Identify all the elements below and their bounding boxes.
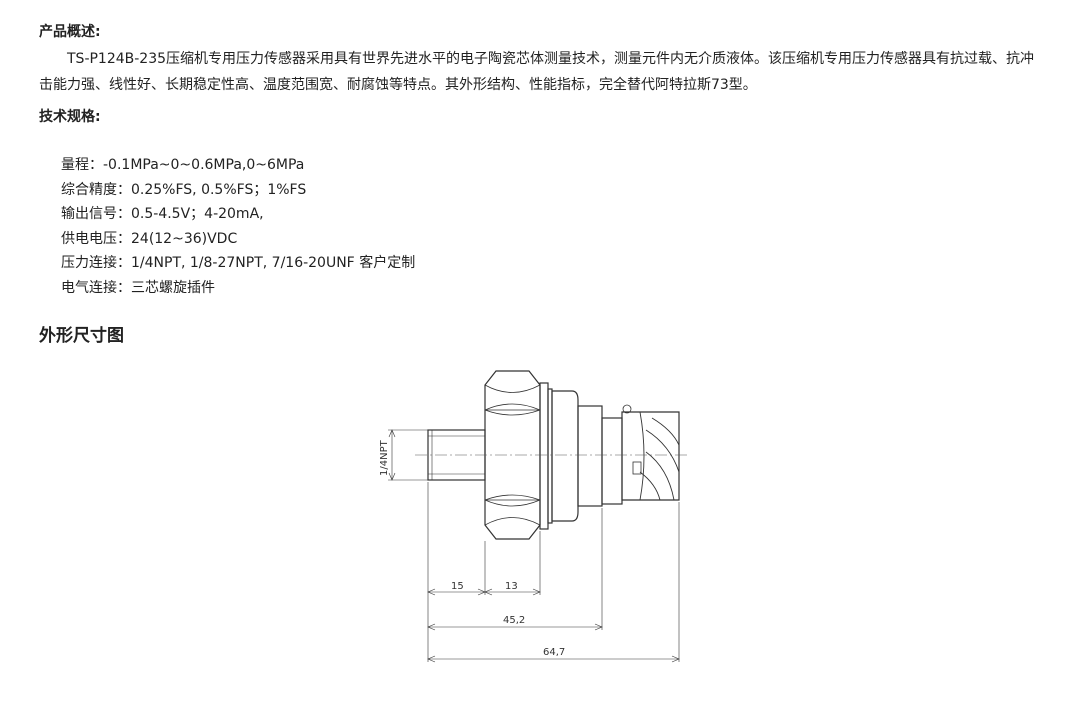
spec-item-supply: 供电电压：24(12~36)VDC <box>61 230 238 247</box>
spec-item-range: 量程：-0.1MPa~0~0.6MPa,0~6MPa <box>61 157 305 173</box>
overview-heading: 产品概述: <box>39 24 101 40</box>
spec-list: 量程：-0.1MPa~0~0.6MPa,0~6MPa 综合精度：0.25%FS,… <box>61 153 415 300</box>
dim-45-label: 45,2 <box>503 615 525 626</box>
dim-15-label: 15 <box>451 581 464 592</box>
thread-size-label: 1/4NPT <box>379 439 390 476</box>
dim-13-label: 13 <box>505 581 518 592</box>
dim-64-label: 64,7 <box>543 647 565 658</box>
spec-item-accuracy: 综合精度：0.25%FS, 0.5%FS；1%FS <box>61 181 307 198</box>
specs-heading: 技术规格: <box>39 109 101 125</box>
overview-text: TS-P124B-235压缩机专用压力传感器采用具有世界先进水平的电子陶瓷芯体测… <box>39 51 1035 93</box>
spec-item-pressure-connection: 压力连接：1/4NPT, 1/8-27NPT, 7/16-20UNF 客户定制 <box>61 255 416 271</box>
dimension-drawing: 1/4NPT 15 13 45,2 <box>370 365 700 665</box>
connector <box>621 411 680 501</box>
spec-item-electrical-connection: 电气连接：三芯螺旋插件 <box>61 279 215 296</box>
spec-item-output: 输出信号：0.5-4.5V；4-20mA, <box>61 206 264 222</box>
dimension-drawing-heading: 外形尺寸图 <box>39 326 124 346</box>
dimension-drawing-svg: 1/4NPT 15 13 45,2 <box>379 370 690 663</box>
